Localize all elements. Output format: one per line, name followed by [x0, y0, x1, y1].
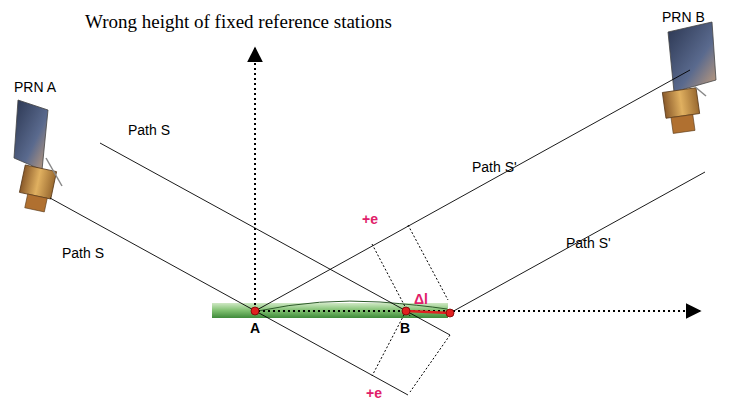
path-label: Path S' — [472, 160, 517, 174]
offset-label: Δl — [414, 292, 428, 306]
path-label: Path S' — [566, 236, 611, 250]
satellite-a — [14, 100, 62, 212]
satellite-label: PRN A — [14, 80, 56, 94]
error-label: +e — [362, 212, 378, 226]
satellite-b — [662, 22, 716, 133]
error-label: +e — [366, 386, 382, 400]
diagram-title: Wrong height of fixed reference stations — [85, 12, 392, 31]
path-label: Path S — [62, 246, 104, 260]
station-label: A — [250, 321, 260, 335]
satellite-label: PRN B — [662, 10, 705, 24]
station-label: B — [400, 321, 410, 335]
path-label: Path S — [128, 123, 170, 137]
